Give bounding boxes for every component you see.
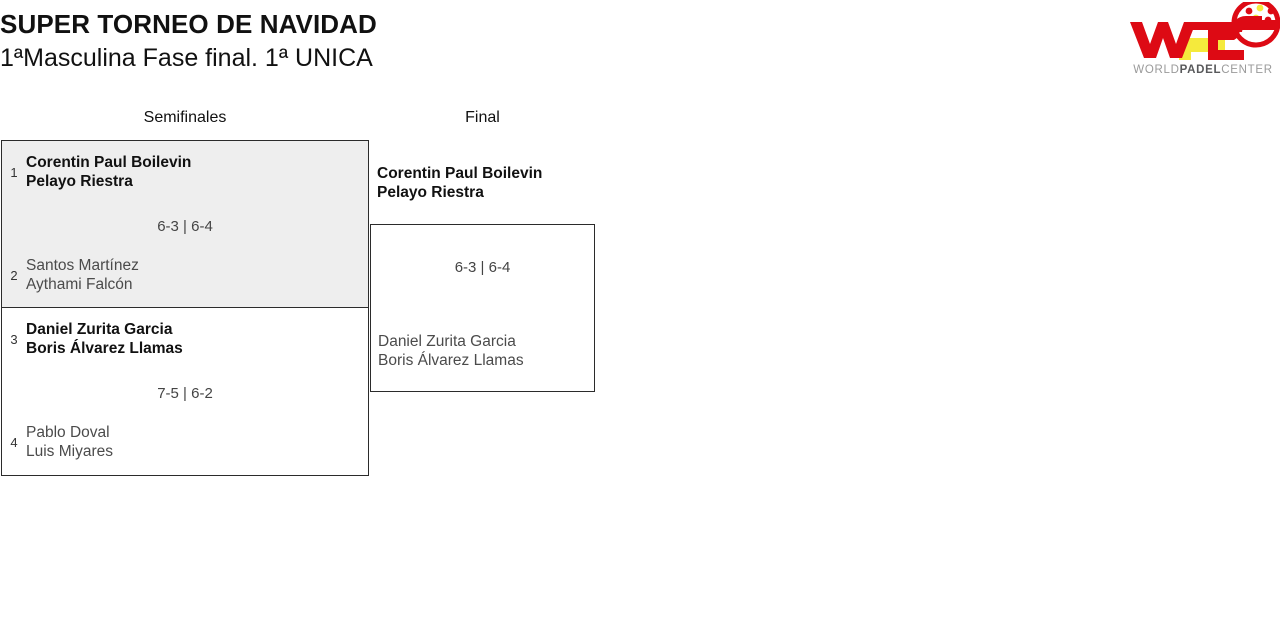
seed-number: 3 — [10, 331, 18, 347]
team-players: Daniel Zurita Garcia Boris Álvarez Llama… — [26, 320, 368, 358]
player-name: Corentin Paul Boilevin — [26, 154, 192, 171]
team-row[interactable]: 4 Pablo Doval Luis Miyares — [2, 421, 368, 463]
player-name: Boris Álvarez Llamas — [26, 340, 183, 357]
seed-number: 2 — [10, 267, 18, 283]
team-players: Pablo Doval Luis Miyares — [26, 423, 368, 461]
logo-wordmark-world: WORLD — [1133, 64, 1180, 76]
semifinal-match-1[interactable]: 1 Corentin Paul Boilevin Pelayo Riestra … — [2, 141, 368, 308]
semifinal-column: 1 Corentin Paul Boilevin Pelayo Riestra … — [1, 140, 369, 476]
team-players: Corentin Paul Boilevin Pelayo Riestra — [26, 153, 368, 191]
page-header: SUPER TORNEO DE NAVIDAD 1ªMasculina Fase… — [0, 0, 1280, 96]
wpc-monogram-icon — [1122, 0, 1280, 62]
final-winner-team[interactable]: Corentin Paul Boilevin Pelayo Riestra — [377, 164, 542, 202]
team-row[interactable]: 2 Santos Martínez Aythami Falcón — [2, 254, 368, 296]
player-name: Boris Álvarez Llamas — [378, 352, 524, 369]
match-score: 6-3 | 6-4 — [157, 218, 213, 235]
logo-wordmark-center: CENTER — [1221, 64, 1273, 76]
player-name: Aythami Falcón — [26, 276, 133, 293]
round-header-semifinals: Semifinales — [143, 109, 227, 126]
world-padel-center-logo: WORLDPADELCENTER — [1122, 0, 1280, 84]
final-runnerup-team[interactable]: Daniel Zurita Garcia Boris Álvarez Llama… — [378, 332, 524, 370]
logo-wordmark: WORLDPADELCENTER — [1128, 64, 1278, 76]
match-score: 7-5 | 6-2 — [157, 385, 213, 402]
tournament-title: SUPER TORNEO DE NAVIDAD — [0, 9, 377, 39]
player-name: Pelayo Riestra — [26, 173, 133, 190]
team-row[interactable]: 3 Daniel Zurita Garcia Boris Álvarez Lla… — [2, 318, 368, 360]
match-score: 6-3 | 6-4 — [454, 259, 511, 276]
player-name: Pelayo Riestra — [377, 184, 484, 201]
player-name: Corentin Paul Boilevin — [377, 165, 543, 182]
player-name: Luis Miyares — [26, 443, 113, 460]
semifinal-match-2[interactable]: 3 Daniel Zurita Garcia Boris Álvarez Lla… — [2, 308, 368, 475]
team-players: Santos Martínez Aythami Falcón — [26, 256, 368, 294]
player-name: Daniel Zurita Garcia — [378, 333, 516, 350]
seed-number: 1 — [10, 164, 18, 180]
final-match[interactable]: 6-3 | 6-4 Daniel Zurita Garcia Boris Álv… — [370, 224, 595, 392]
player-name: Pablo Doval — [26, 424, 110, 441]
tournament-subtitle: 1ªMasculina Fase final. 1ª UNICA — [0, 44, 373, 72]
player-name: Santos Martínez — [26, 257, 139, 274]
round-header-final: Final — [465, 109, 500, 126]
logo-wordmark-padel: PADEL — [1179, 64, 1222, 76]
team-row[interactable]: 1 Corentin Paul Boilevin Pelayo Riestra — [2, 151, 368, 193]
player-name: Daniel Zurita Garcia — [26, 321, 173, 338]
seed-number: 4 — [10, 434, 18, 450]
